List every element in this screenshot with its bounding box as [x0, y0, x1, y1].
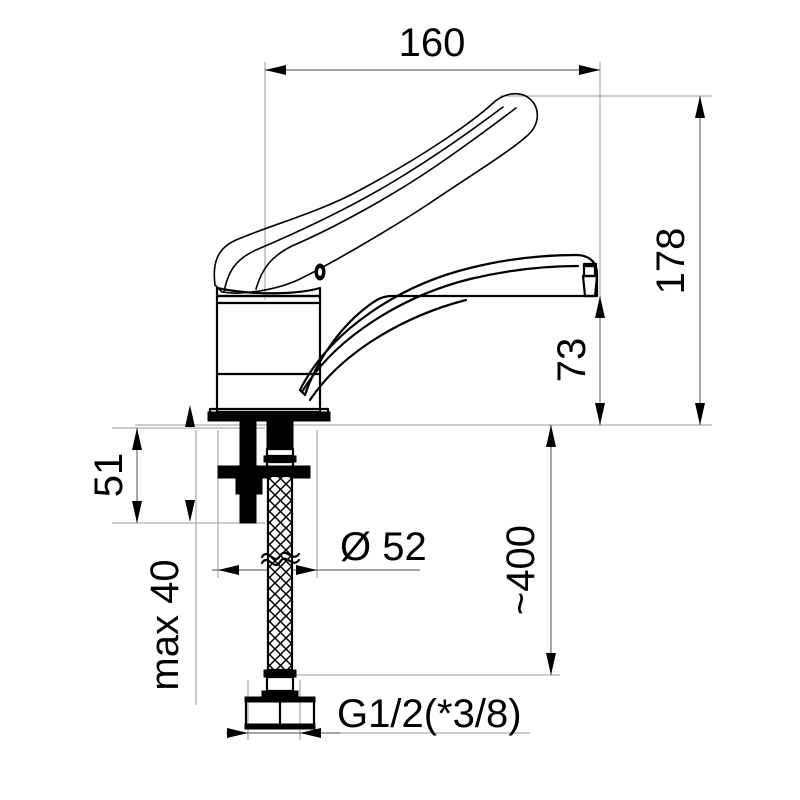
- dimension-max-deck-thickness: max 40: [143, 559, 187, 690]
- braided-flexible-hose: [244, 420, 316, 730]
- dimension-connection-thread: G1/2(*3/8): [226, 692, 522, 738]
- dimension-label-d52: Ø 52: [340, 525, 427, 569]
- dimension-spout-height: 73: [550, 296, 605, 425]
- dimension-label-73: 73: [550, 338, 594, 383]
- break-symbol: [260, 551, 301, 567]
- dimension-hose-length: ~400: [499, 425, 556, 675]
- dimension-thread-length: 51: [87, 405, 195, 523]
- mounting-stud: [217, 420, 311, 524]
- dimension-label-178: 178: [649, 228, 693, 295]
- hex-coupling-nut: [244, 696, 316, 730]
- dimension-overall-height: 178: [649, 96, 705, 425]
- dimension-label-160: 160: [399, 21, 466, 65]
- dimension-base-diameter: Ø 52: [212, 525, 427, 575]
- swivel-spout: [298, 253, 599, 402]
- lock-nut: [235, 477, 263, 523]
- lever-handle: [213, 92, 539, 294]
- dimension-label-g12: G1/2(*3/8): [337, 692, 522, 736]
- hose-braid: [266, 474, 294, 672]
- cartridge-body: [207, 286, 331, 422]
- dimension-spout-reach: 160: [265, 21, 600, 75]
- dimension-label-max40: max 40: [143, 559, 187, 690]
- aerator: [581, 262, 599, 298]
- dimension-label-400: ~400: [499, 525, 543, 615]
- dimension-label-51: 51: [87, 453, 131, 498]
